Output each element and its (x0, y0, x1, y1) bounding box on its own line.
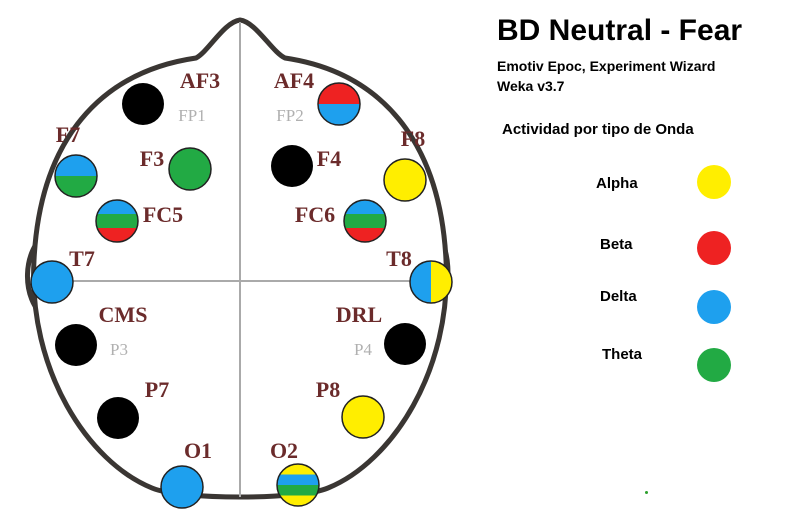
electrode-segment-alpha (342, 396, 384, 438)
electrode-label-f4: F4 (317, 146, 341, 171)
electrode-f8: F8 (383, 126, 427, 202)
electrode-label-cms: CMS (99, 302, 148, 327)
electrode-label-fc6: FC6 (295, 202, 335, 227)
electrode-o1: O1 (160, 438, 212, 509)
electrode-dot-p8 (342, 396, 384, 438)
electrode-ring-t8 (409, 260, 453, 304)
legend-swatch-beta (697, 231, 731, 265)
electrode-label-f7: F7 (56, 122, 80, 147)
electrode-label-drl: DRL (336, 302, 382, 327)
electrode-t7: T7 (30, 246, 95, 304)
electrode-label-p8: P8 (316, 377, 340, 402)
electrode-segment-theta (96, 214, 138, 228)
electrode-drl: DRL P4 (336, 302, 426, 365)
electrode-dot-t8 (410, 261, 452, 303)
electrode-segment-delta (277, 474, 319, 485)
electrode-ring-fc6 (343, 199, 387, 243)
legend-label-alpha: Alpha (596, 175, 638, 192)
electrode-ring-f3 (168, 147, 212, 191)
electrode-label-p7: P7 (145, 377, 169, 402)
electrode-label-f3: F3 (140, 146, 164, 171)
electrode-o2: O2 (270, 438, 320, 507)
electrode-label-fc5: FC5 (143, 202, 183, 227)
electrode-segment-delta (318, 104, 360, 125)
electrode-segment-delta (55, 155, 97, 176)
electrode-segment-delta (161, 466, 203, 508)
electrode-ring-af4 (317, 82, 361, 126)
electrode-ring-t7 (30, 260, 74, 304)
legend-swatch-delta (697, 290, 731, 324)
electrode-label-o2: O2 (270, 438, 298, 463)
electrode-label-o1: O1 (184, 438, 212, 463)
electrode-fc6: FC6 (295, 199, 387, 243)
subtitle-software: Weka v3.7 (497, 78, 565, 94)
legend-label-beta: Beta (600, 236, 633, 253)
electrode-dot-drl (384, 323, 426, 365)
electrode-ring-o1 (160, 465, 204, 509)
page-title: BD Neutral - Fear (497, 14, 743, 47)
electrode-ring-f8 (383, 158, 427, 202)
electrode-p8: P8 (316, 377, 385, 439)
head-outline (25, 17, 451, 500)
electrode-sublabel-cms: P3 (110, 340, 128, 359)
electrode-sublabel-drl: P4 (354, 340, 372, 359)
electrode-dot-t7 (31, 261, 73, 303)
electrode-segment-alpha (277, 464, 319, 475)
electrode-cms: CMS P3 (55, 302, 147, 366)
electrode-label-t8: T8 (386, 246, 412, 271)
electrode-label-af4: AF4 (274, 68, 314, 93)
legend-heading: Actividad por tipo de Onda (502, 121, 694, 138)
electrode-label-t7: T7 (69, 246, 95, 271)
electrode-p7: P7 (97, 377, 169, 439)
electrode-ring-p8 (341, 395, 385, 439)
electrode-dot-f8 (384, 159, 426, 201)
electrode-dot-f4 (271, 145, 313, 187)
electrode-segment-delta (31, 261, 73, 303)
electrode-label-f8: F8 (401, 126, 425, 151)
electrode-dot-af3 (122, 83, 164, 125)
electrode-dot-p7 (97, 397, 139, 439)
electrode-segment-alpha (277, 495, 319, 506)
electrode-f4: F4 (271, 145, 341, 187)
electrode-dot-o2 (277, 464, 319, 506)
electrode-dot-f3 (169, 148, 211, 190)
electrode-ring-o2 (276, 463, 320, 507)
electrode-f3: F3 (140, 146, 212, 191)
electrode-sublabel-af4: FP2 (276, 106, 303, 125)
legend-swatch-theta (697, 348, 731, 382)
electrode-segment-theta (277, 485, 319, 496)
legend-label-delta: Delta (600, 288, 637, 305)
electrode-f7: F7 (54, 122, 98, 198)
electrode-sublabel-af3: FP1 (178, 106, 205, 125)
electrode-segment-theta (55, 176, 97, 197)
subtitle-device: Emotiv Epoc, Experiment Wizard (497, 58, 716, 74)
small-green-dot (645, 491, 648, 494)
electrode-dot-o1 (161, 466, 203, 508)
electrode-dot-f7 (55, 155, 97, 197)
electrode-segment-delta (410, 261, 431, 303)
electrode-label-af3: AF3 (180, 68, 220, 93)
electrode-ring-fc5 (95, 199, 139, 243)
electrode-dot-af4 (318, 83, 360, 125)
electrode-ring-f7 (54, 154, 98, 198)
electrode-segment-beta (318, 83, 360, 104)
electrode-segment-alpha (431, 261, 452, 303)
electrode-t8: T8 (386, 246, 453, 304)
legend-label-theta: Theta (602, 346, 643, 363)
electrode-dot-cms (55, 324, 97, 366)
electrode-segment-theta (169, 148, 211, 190)
electrode-fc5: FC5 (95, 199, 183, 243)
electrode-segment-theta (344, 214, 386, 228)
electrode-segment-alpha (384, 159, 426, 201)
legend-swatch-alpha (697, 165, 731, 199)
